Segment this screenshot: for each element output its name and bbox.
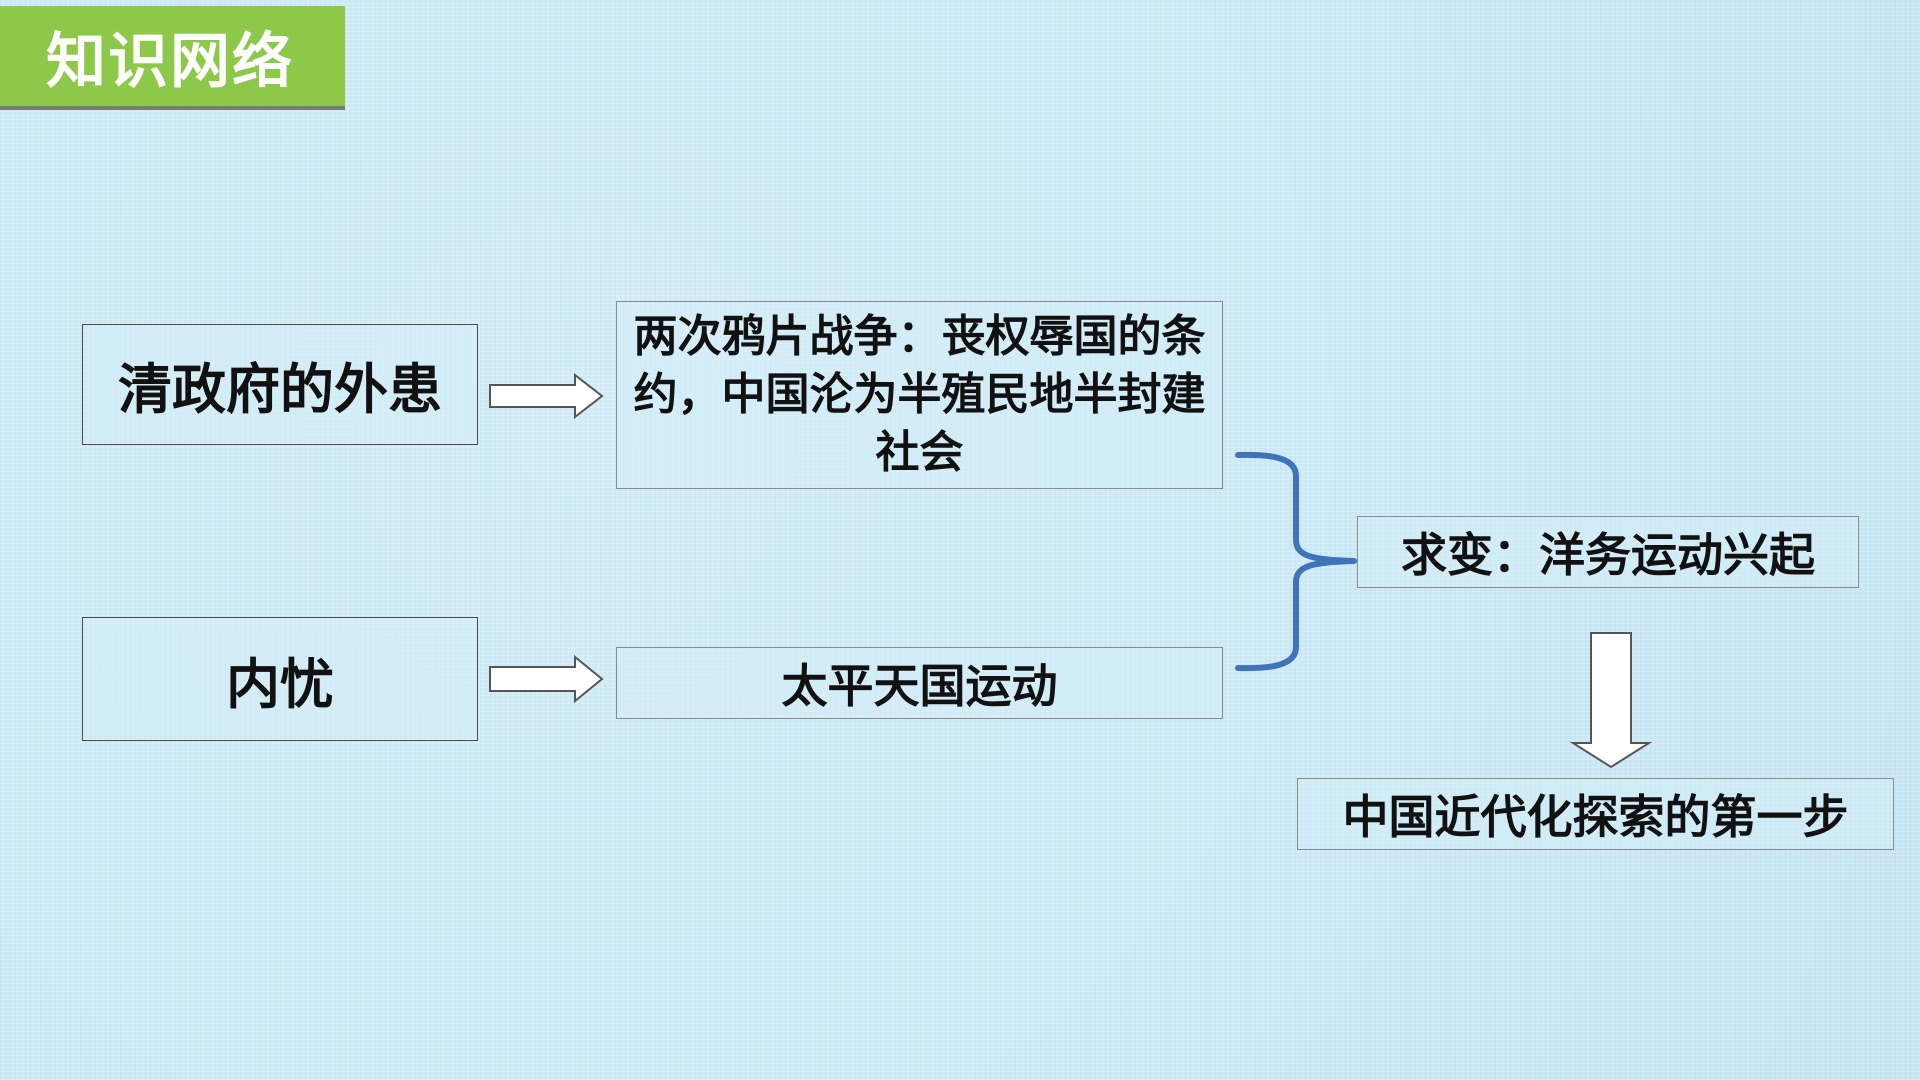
page-title: 知识网络	[46, 26, 294, 97]
external-trouble-box: 清政府的外患	[82, 324, 478, 445]
arrow-right-icon-bottom	[489, 654, 604, 704]
external-trouble-label: 清政府的外患	[118, 358, 442, 421]
seek-change-box: 求变：洋务运动兴起	[1357, 516, 1859, 588]
opium-wars-box: 两次鸦片战争：丧权辱国的条约，中国沦为半殖民地半封建社会	[616, 301, 1223, 489]
taiping-box: 太平天国运动	[616, 647, 1223, 719]
opium-wars-label: 两次鸦片战争：丧权辱国的条约，中国沦为半殖民地半封建社会	[633, 311, 1206, 478]
first-step-box: 中国近代化探索的第一步	[1297, 778, 1894, 850]
internal-trouble-label: 内忧	[226, 652, 334, 716]
arrow-right-icon-top	[489, 372, 604, 420]
arrow-down-icon	[1569, 632, 1653, 769]
curly-brace-icon	[1235, 451, 1357, 672]
taiping-label: 太平天国运动	[781, 659, 1058, 713]
title-badge: 知识网络	[0, 6, 345, 106]
seek-change-label: 求变：洋务运动兴起	[1401, 528, 1815, 582]
first-step-label: 中国近代化探索的第一步	[1342, 790, 1849, 844]
internal-trouble-box: 内忧	[82, 617, 478, 741]
